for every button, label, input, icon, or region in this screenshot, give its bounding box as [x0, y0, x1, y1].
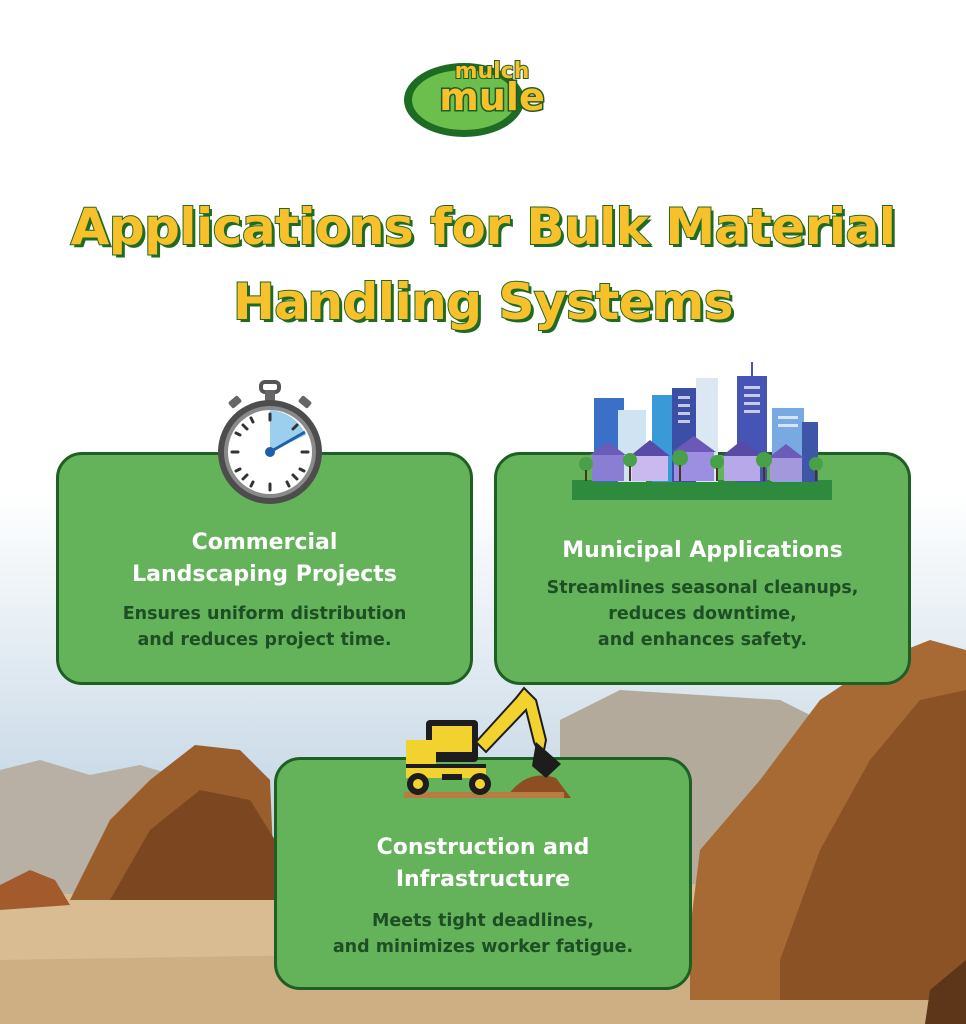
card-heading: Commercial — [191, 530, 338, 555]
logo-text-line2: mule — [439, 75, 544, 119]
city-skyline-icon — [572, 360, 832, 500]
card-description: Ensures uniform distribution — [122, 604, 407, 624]
card-description: and enhances safety. — [597, 630, 808, 650]
card-heading: Landscaping Projects — [132, 562, 397, 587]
card-description: Streamlines seasonal cleanups, — [546, 578, 859, 598]
page-title-line2: Handling Systems — [232, 272, 735, 332]
card-heading: Municipal Applications — [562, 538, 843, 563]
card-description: reduces downtime, — [608, 604, 797, 624]
card-heading: Construction and — [376, 835, 590, 860]
logo-text-line1: mulch — [455, 59, 530, 84]
card-description: and minimizes worker fatigue. — [332, 937, 634, 957]
stopwatch-icon — [215, 380, 325, 505]
card-description: Meets tight deadlines, — [372, 911, 594, 931]
mulch-mule-logo: mulch mule — [392, 50, 577, 145]
page-title-line1: Applications for Bulk Material — [70, 197, 897, 257]
card-heading: Infrastructure — [395, 867, 571, 892]
excavator-icon — [396, 680, 576, 802]
card-description: and reduces project time. — [137, 630, 392, 650]
